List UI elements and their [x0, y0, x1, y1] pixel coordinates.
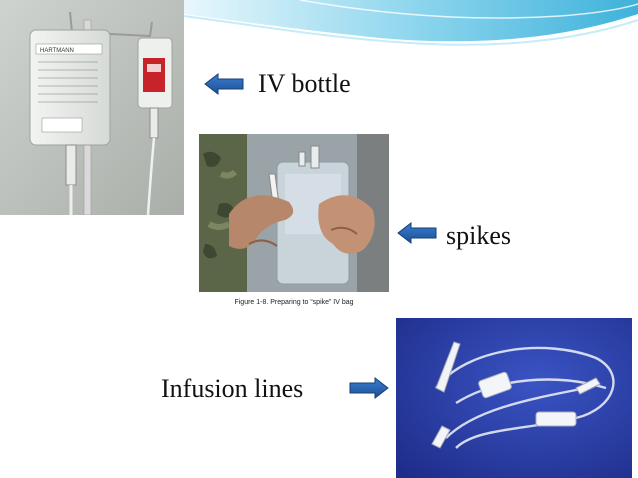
right-arrow-icon [349, 377, 389, 399]
infusion-lines-photo [396, 318, 632, 478]
infusion-lines-label: Infusion lines [161, 374, 304, 403]
bag-label-text: HARTMANN [40, 48, 74, 54]
iv-bottle-photo: HARTMANN [0, 0, 184, 215]
header-wave-decoration [183, 0, 638, 46]
iv-bottle-label: IV bottle [258, 69, 351, 98]
left-arrow-icon [204, 73, 244, 95]
figure-caption: Figure 1-8. Preparing to “spike” IV bag [199, 292, 389, 312]
spike-photo: Figure 1-8. Preparing to “spike” IV bag [199, 134, 389, 312]
spikes-label: spikes [446, 221, 511, 250]
left-arrow-icon [397, 222, 437, 244]
